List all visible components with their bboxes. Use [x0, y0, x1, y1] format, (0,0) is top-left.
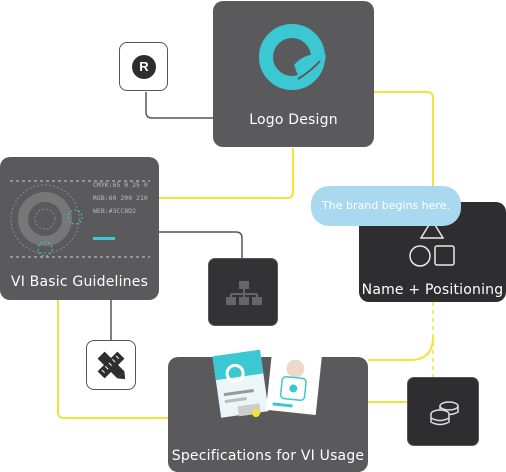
- color-spec-cmyk: CMYK:65 0 25 0: [93, 181, 148, 189]
- shapes-icon: [409, 218, 455, 267]
- connector-vi-to-logo: [159, 148, 294, 199]
- registered-icon: R: [132, 55, 156, 79]
- vi-basic-guidelines-card[interactable]: CMYK:65 0 25 0 RGB:60 200 210 WEB:#3CC8D…: [0, 157, 159, 300]
- connector-badge-to-logo: [145, 92, 213, 119]
- connector-vi-to-sitemap: [159, 231, 243, 258]
- vi-basic-guidelines-label: VI Basic Guidelines: [10, 274, 149, 290]
- specifications-card[interactable]: Specifications for VI Usage: [168, 346, 368, 472]
- coins-card: [407, 377, 479, 446]
- sitemap-icon: [226, 281, 262, 305]
- connector-vi-to-spec: [57, 300, 168, 419]
- connector-logo-to-name: [373, 91, 434, 202]
- coins-icon: [430, 401, 459, 426]
- brochure-illustration: [212, 346, 323, 418]
- brand-logo-icon: [259, 24, 326, 90]
- name-positioning-label: Name + Positioning: [361, 282, 504, 298]
- design-tools-card: [86, 340, 136, 390]
- connector-spec-to-name: [368, 336, 434, 361]
- registered-badge-card: R: [119, 42, 168, 91]
- sitemap-card: [208, 258, 278, 326]
- color-spec-list: CMYK:65 0 25 0 RGB:60 200 210 WEB:#3CC8D…: [93, 179, 148, 218]
- color-spec-rgb: RGB:60 200 210: [93, 194, 148, 202]
- guidelines-illustration: [10, 180, 150, 258]
- brand-tagline-bubble: The brand begins here.: [311, 186, 461, 226]
- logo-design-label: Logo Design: [249, 112, 338, 128]
- logo-design-card[interactable]: Logo Design: [213, 1, 374, 147]
- specifications-label: Specifications for VI Usage: [171, 448, 365, 464]
- color-spec-web: WEB:#3CC8D2: [93, 207, 137, 215]
- pencil-ruler-icon: [97, 351, 126, 380]
